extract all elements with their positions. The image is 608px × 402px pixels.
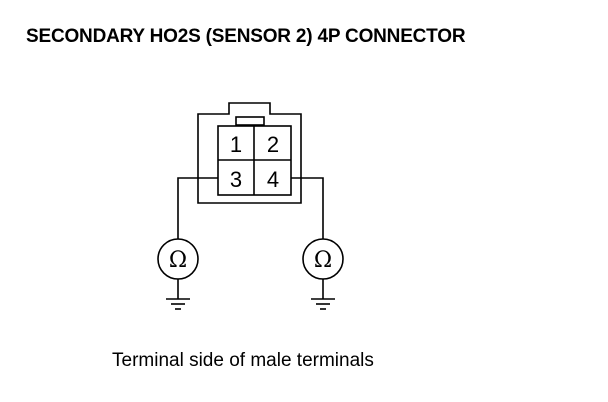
lead-wire-left: [177, 177, 218, 239]
ohm-icon: Ω: [169, 248, 187, 273]
terminal-label-1: 1: [230, 132, 242, 157]
connector-latch: [235, 116, 265, 126]
terminal-label-2: 2: [267, 132, 279, 157]
ground-icon: [311, 298, 335, 310]
terminal-label-4: 4: [267, 167, 279, 192]
ground-icon: [166, 298, 190, 310]
ohm-icon: Ω: [314, 248, 332, 273]
diagram-caption: Terminal side of male terminals: [112, 350, 374, 371]
diagram-title: SECONDARY HO2S (SENSOR 2) 4P CONNECTOR: [26, 26, 466, 47]
terminal-label-3: 3: [230, 167, 242, 192]
lead-wire-right: [291, 177, 324, 239]
connector-housing: [197, 102, 302, 204]
